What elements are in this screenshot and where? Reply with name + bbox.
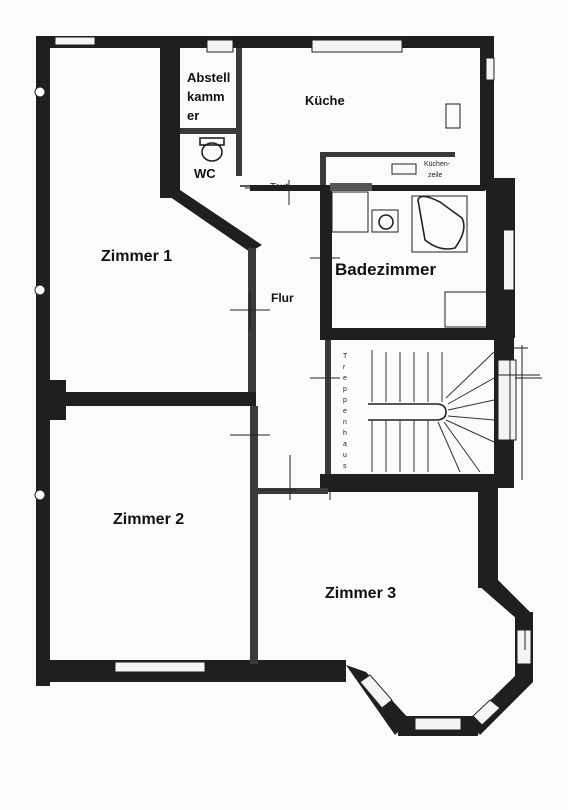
bath-cabinet (331, 191, 369, 233)
kitchen-fridge (445, 103, 461, 129)
wall-right-room3 (478, 488, 498, 588)
window-right-kueche (485, 57, 495, 81)
bay-window-bottom (414, 717, 462, 731)
svg-text:p: p (343, 386, 347, 393)
window-top-abstell (206, 39, 234, 53)
label-abstell-3: er (187, 108, 199, 123)
wall-zimmer1-zimmer2 (36, 392, 256, 406)
outer-walls (36, 36, 515, 686)
window-left-3 (34, 489, 46, 501)
wall-bad-bottom (320, 328, 510, 340)
label-wc: WC (194, 166, 216, 181)
wall-zimmer2-right (250, 406, 258, 664)
label-zimmer2: Zimmer 2 (113, 511, 184, 528)
bay-window-diag-right (472, 699, 501, 726)
label-flur: Flur (271, 291, 294, 305)
bay-window-right (516, 629, 532, 665)
kitchen-sink-icon (391, 163, 417, 175)
label-zimmer3: Zimmer 3 (325, 585, 396, 602)
wall-wc-diagonal (160, 190, 262, 252)
wall-bad-left (320, 185, 332, 335)
bay-window-diag-left (359, 674, 393, 709)
window-right-stair (497, 359, 517, 441)
toilet-tank (199, 137, 225, 146)
wall-chimney-left (40, 380, 66, 420)
bathtub-icon (417, 195, 465, 250)
label-kueche: Küche (305, 93, 345, 108)
wall-abstell-left (160, 48, 180, 198)
bath-shower-frame (444, 291, 491, 328)
wall-abstell-right (236, 48, 242, 176)
window-left-2 (34, 284, 46, 296)
label-zimmer1: Zimmer 1 (101, 248, 172, 265)
toilet-icon (201, 142, 223, 162)
window-top-zimmer1 (54, 36, 96, 46)
window-bottom-zimmer2 (114, 661, 206, 673)
wall-bad-right (486, 185, 504, 335)
kitchen-counter (330, 183, 372, 191)
svg-text:u: u (343, 452, 347, 459)
label-kuechenzeile-2: zeile (428, 172, 443, 179)
wall-top (36, 36, 494, 48)
wall-stair-left (325, 340, 331, 488)
svg-text:e: e (343, 375, 347, 382)
wall-zimmer1-right (248, 248, 256, 398)
wall-stair-bottom (320, 474, 498, 492)
svg-text:s: s (343, 463, 347, 470)
bath-sink-icon (378, 214, 394, 230)
staircase (368, 345, 540, 480)
wall-kueche-left-lower (320, 152, 326, 188)
label-treppenhaus: T r e p p e n h a u s (343, 353, 348, 470)
label-abstell-1: Abstell (187, 70, 230, 85)
wall-room3-top (258, 488, 328, 494)
label-badezimmer: Badezimmer (335, 260, 436, 279)
fixtures (199, 103, 491, 328)
svg-text:n: n (343, 419, 347, 426)
interior-walls (36, 48, 510, 664)
bay-wall-upper-right (478, 580, 530, 620)
wall-abstell-wc (180, 128, 238, 134)
label-text-marker: Text (270, 182, 289, 193)
left-windows (34, 86, 46, 501)
window-left-1 (34, 86, 46, 98)
label-abstell-2: kamm (187, 89, 225, 104)
svg-text:a: a (343, 441, 347, 448)
svg-text:T: T (343, 353, 348, 360)
door-marks (230, 180, 542, 650)
top-windows (54, 36, 517, 441)
stair-handrail (368, 403, 447, 421)
bay-window (346, 580, 533, 736)
svg-text:p: p (343, 397, 347, 404)
svg-text:h: h (343, 430, 347, 437)
label-kuechenzeile-1: Küchen- (424, 161, 451, 168)
bath-sink-frame (371, 209, 399, 233)
bathtub-frame (411, 195, 468, 253)
wall-left (36, 36, 50, 686)
svg-text:e: e (343, 408, 347, 415)
svg-text:r: r (343, 364, 346, 371)
wall-kuechenzeile-top (320, 152, 455, 157)
room-labels: Abstell kamm er Küche Küchen- zeile WC T… (101, 70, 451, 602)
window-top-kueche (311, 39, 403, 53)
